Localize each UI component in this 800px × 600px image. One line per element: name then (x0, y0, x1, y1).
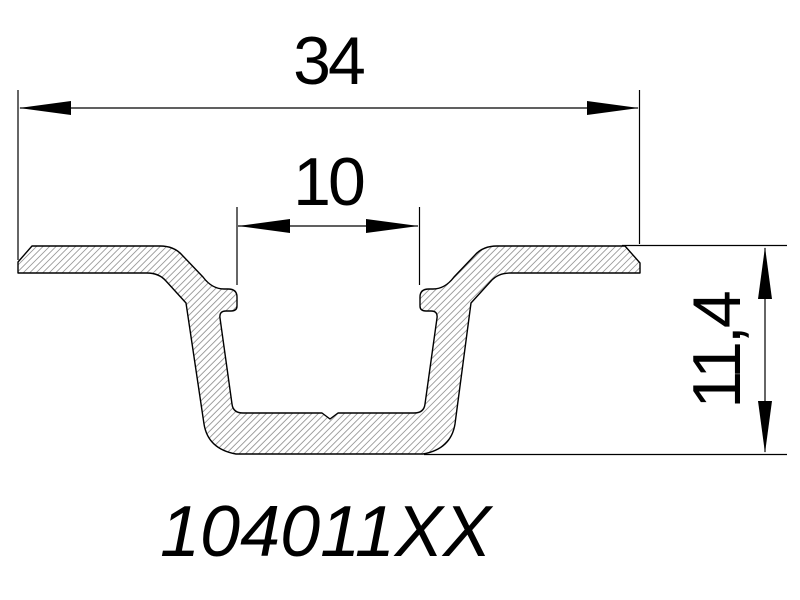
overall-height-arrow-up (758, 247, 772, 299)
overall-height-dimension-label: 11,4 (679, 292, 755, 408)
overall-height-arrow-down (758, 401, 772, 453)
channel-width-arrow-left (238, 219, 290, 233)
overall-width-dimension-label: 34 (293, 23, 364, 99)
channel-width-arrow-right (366, 219, 419, 233)
overall-width-arrow-left (19, 101, 71, 115)
profile-section (17, 245, 641, 455)
channel-width-dimension-label: 10 (293, 144, 364, 220)
channel-width-dimension: 10 (236, 144, 421, 285)
profile-cross-section (17, 245, 641, 455)
overall-height-dimension: 11,4 (424, 244, 787, 456)
overall-width-arrow-right (587, 101, 639, 115)
part-number-label: 104011XX (160, 492, 494, 572)
overall-width-dimension: 34 (17, 23, 641, 260)
